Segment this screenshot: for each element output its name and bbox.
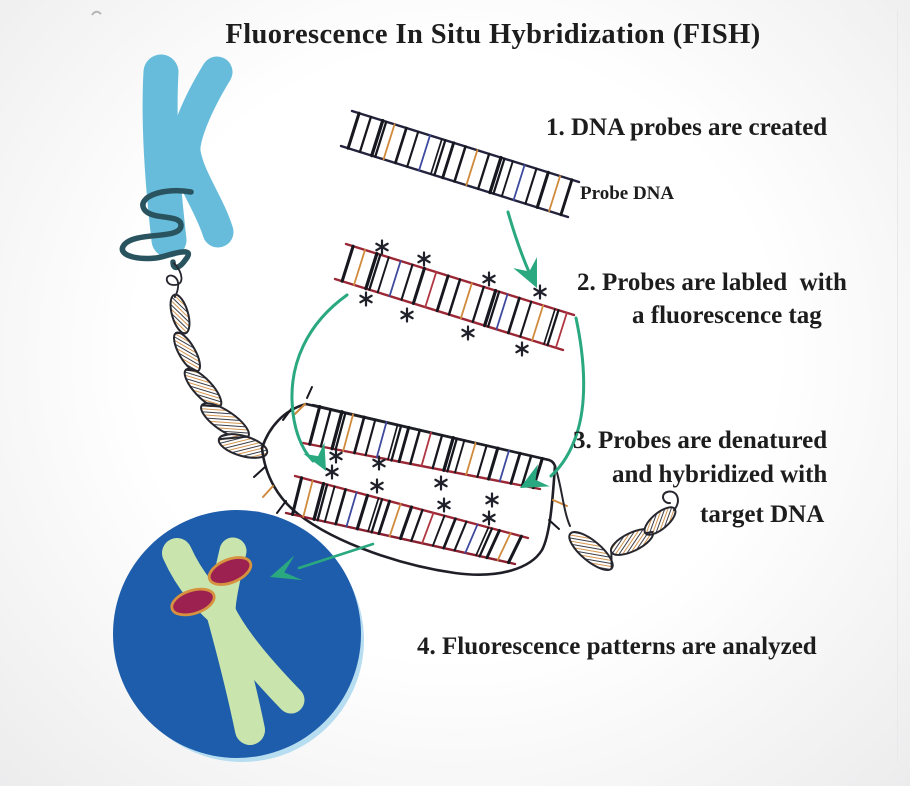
dna-helix-left xyxy=(169,293,269,459)
flow-arrows xyxy=(270,210,586,581)
chromatin-coil xyxy=(119,187,194,298)
chromosome-blue xyxy=(142,54,234,258)
labels: 1. DNA probes are created Probe DNA 2. P… xyxy=(417,114,847,660)
cell-circle xyxy=(113,510,364,762)
denaturation-bubble xyxy=(253,386,568,576)
scan-artifact xyxy=(91,10,102,16)
step3-label-line3: target DNA xyxy=(700,501,824,528)
step1-label: 1. DNA probes are created xyxy=(546,114,827,141)
step3-label-line2: and hybridized with xyxy=(612,461,827,488)
probe-dna-label: Probe DNA xyxy=(580,183,674,204)
step2-label-line2: a fluorescence tag xyxy=(632,302,822,329)
fluorescence-tags xyxy=(325,239,547,526)
diagram-title: Fluorescence In Situ Hybridization (FISH… xyxy=(225,19,760,50)
dna-helix-right xyxy=(554,465,679,571)
step3-label-line1: 3. Probes are denatured xyxy=(573,427,827,454)
dna-ladders xyxy=(284,109,581,566)
step4-label: 4. Fluorescence patterns are analyzed xyxy=(417,633,817,660)
step2-label-line1: 2. Probes are labled with xyxy=(577,269,847,296)
